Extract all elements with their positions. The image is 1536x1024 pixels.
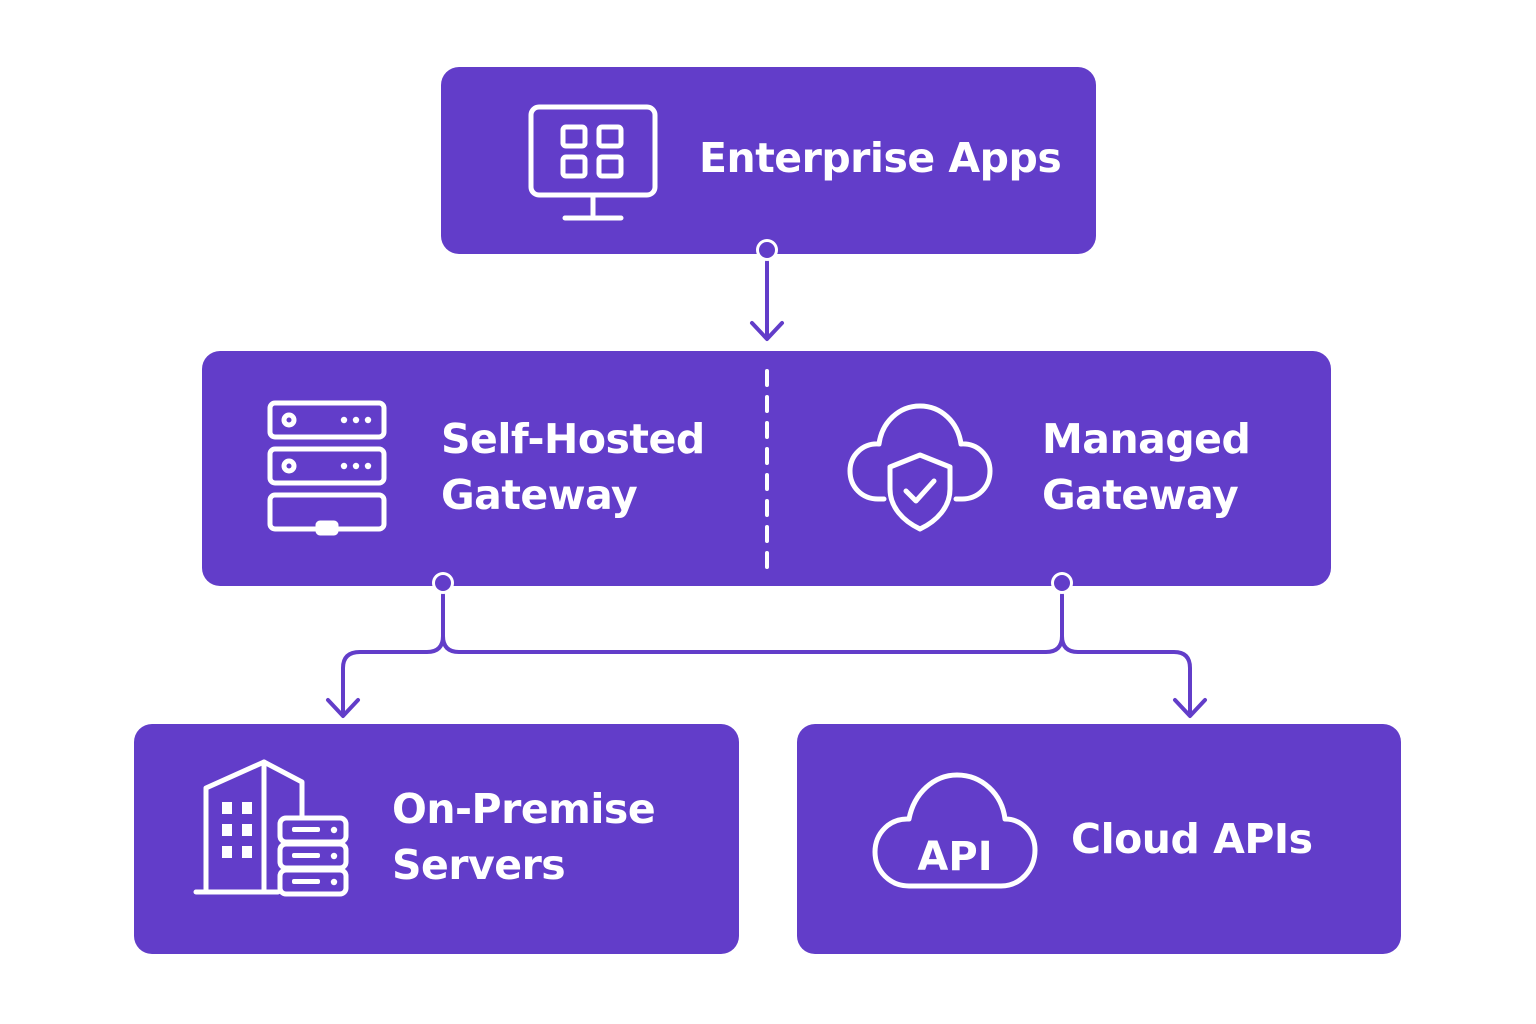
managed-gateway-label: Managed Gateway bbox=[1042, 411, 1251, 523]
connector-managed-down bbox=[1060, 593, 1192, 716]
enterprise-apps-text: Enterprise Apps bbox=[699, 134, 1062, 182]
arrowhead-gateways bbox=[750, 321, 784, 341]
monitor-apps-icon bbox=[528, 104, 658, 221]
cloud-apis-text: Cloud APIs bbox=[1071, 815, 1313, 863]
self-hosted-line1: Self-Hosted bbox=[441, 415, 705, 463]
on-premise-line2: Servers bbox=[392, 841, 566, 889]
arrowhead-cloud-apis bbox=[1173, 698, 1207, 718]
connector-bus bbox=[441, 634, 1064, 654]
self-hosted-gateway-label: Self-Hosted Gateway bbox=[441, 411, 705, 523]
cloud-shield-icon bbox=[847, 403, 993, 532]
managed-line2: Gateway bbox=[1042, 471, 1239, 519]
self-hosted-output-port bbox=[432, 572, 454, 594]
cloud-apis-box: API Cloud APIs bbox=[797, 724, 1401, 954]
managed-output-port bbox=[1051, 572, 1073, 594]
top-output-port bbox=[756, 239, 778, 261]
self-hosted-line2: Gateway bbox=[441, 471, 638, 519]
enterprise-apps-box: Enterprise Apps bbox=[441, 67, 1096, 261]
arrowhead-on-premise bbox=[326, 698, 360, 718]
gateway-divider bbox=[765, 369, 769, 574]
cloud-apis-label: Cloud APIs bbox=[1071, 811, 1313, 867]
cloud-api-icon-text: API bbox=[917, 834, 992, 880]
on-premise-servers-box: On-Premise Servers bbox=[134, 724, 739, 954]
connector-self-hosted-down bbox=[341, 593, 445, 716]
on-premise-line1: On-Premise bbox=[392, 785, 656, 833]
cloud-api-icon: API bbox=[872, 772, 1038, 889]
server-rack-icon bbox=[267, 400, 387, 536]
gateway-box: Self-Hosted Gateway Managed Gateway bbox=[202, 351, 1331, 594]
building-servers-icon bbox=[193, 759, 349, 897]
managed-line1: Managed bbox=[1042, 415, 1251, 463]
enterprise-apps-label: Enterprise Apps bbox=[699, 130, 1062, 186]
on-premise-servers-label: On-Premise Servers bbox=[392, 781, 656, 893]
